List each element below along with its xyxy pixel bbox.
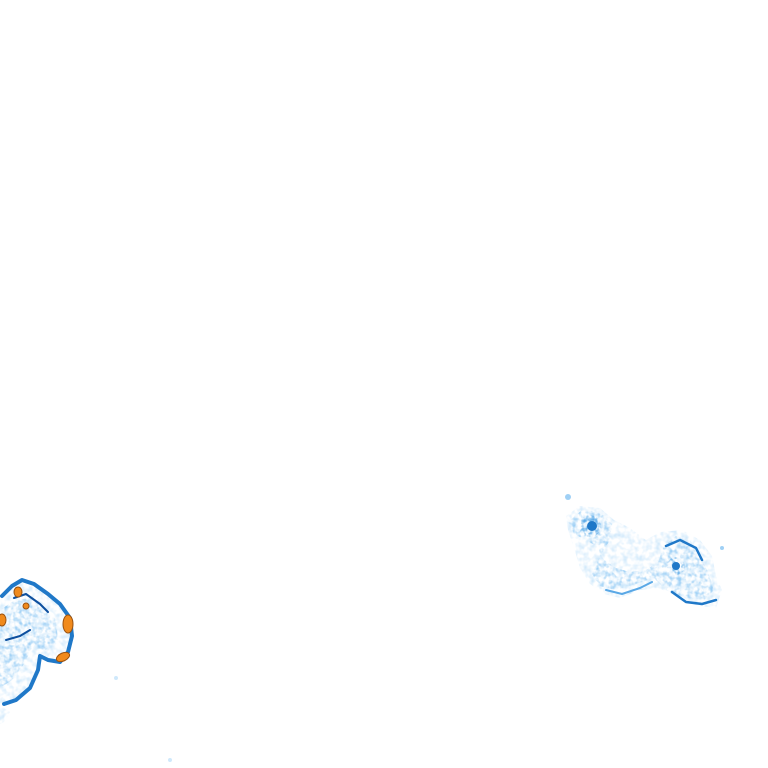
storm-cell-southwest — [0, 578, 74, 724]
speck-2 — [168, 758, 172, 762]
speck-1 — [114, 676, 118, 680]
storm-cell-east — [565, 494, 724, 608]
